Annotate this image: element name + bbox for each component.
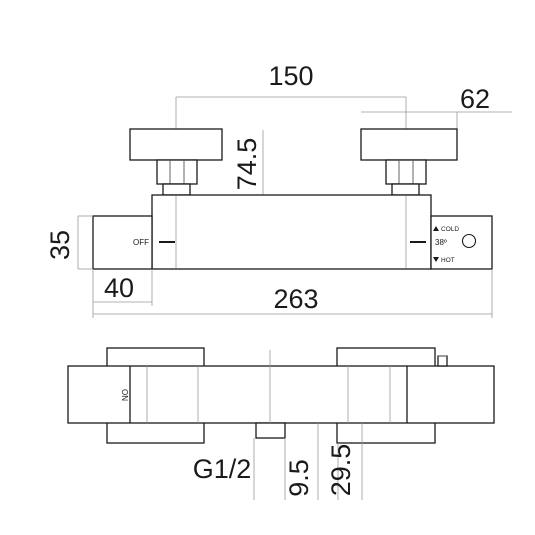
- dim-9-5: 9.5: [284, 459, 314, 497]
- dim-150: 150: [268, 61, 313, 91]
- temp-label: 38º: [435, 238, 447, 247]
- safety-button-icon: [461, 233, 477, 249]
- hot-arrow-icon: [433, 257, 439, 262]
- dim-40: 40: [104, 273, 134, 303]
- dial-pin: [437, 355, 448, 367]
- cold-label: COLD: [441, 226, 459, 233]
- outlet-fitting: [255, 422, 286, 439]
- plan-view: ON G1/2 9.5 29.5: [67, 347, 495, 500]
- off-label: OFF: [133, 238, 149, 247]
- body-plan: [67, 365, 495, 424]
- right-end-cap: [430, 215, 493, 270]
- main-body: [151, 194, 432, 270]
- cold-arrow-icon: [433, 226, 439, 231]
- on-label: ON: [120, 389, 129, 401]
- right-nut: [385, 159, 427, 185]
- front-view: 150 62 74.5 OFF COLD 3: [45, 61, 512, 318]
- hot-label: HOT: [441, 257, 455, 264]
- left-stem: [162, 183, 191, 196]
- right-handle: [360, 128, 458, 161]
- dim-263: 263: [273, 284, 318, 314]
- dim-g1-2: G1/2: [193, 454, 252, 484]
- left-handle: [129, 128, 223, 161]
- left-end-cap: [92, 215, 153, 270]
- dim-74-5: 74.5: [232, 138, 262, 191]
- dim-62: 62: [460, 84, 490, 114]
- left-nut: [156, 159, 198, 185]
- right-stem: [391, 183, 420, 196]
- dim-35: 35: [45, 230, 75, 260]
- dim-29-5: 29.5: [326, 444, 356, 497]
